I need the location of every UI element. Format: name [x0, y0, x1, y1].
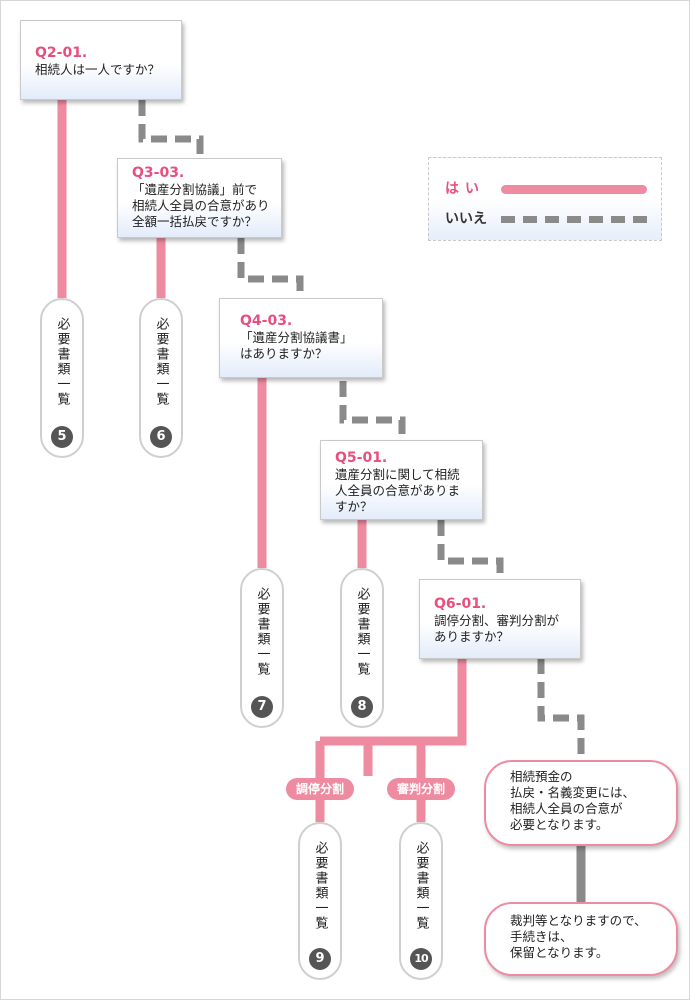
question-id: Q3-03.: [132, 165, 185, 181]
question-text: 遺産分割に関して相続 人全員の合意がありま すか？: [335, 467, 461, 514]
no-line-q2: [138, 100, 204, 158]
question-id: Q5-01.: [335, 450, 388, 466]
question-text: 調停分割、審判分割が ありますか？: [434, 613, 560, 644]
result-pill-9[interactable]: 必要書類一覧 9: [298, 822, 342, 980]
result-pill-10[interactable]: 必要書類一覧 10: [399, 822, 443, 980]
result-number-badge: 10: [410, 948, 432, 970]
question-box-q4-03: Q4-03. 「遺産分割協議書」 はありますか？: [219, 298, 383, 378]
legend-no-line: [501, 216, 647, 223]
legend-yes-label: はい: [445, 181, 485, 197]
question-text: 相続人は一人ですか？: [35, 62, 161, 77]
legend-no-label: いいえ: [445, 211, 487, 227]
legend: はい いいえ: [428, 157, 662, 241]
result-label: 必要書類一覧: [153, 317, 169, 407]
question-text: 「遺産分割協議書」 はありますか？: [240, 330, 353, 361]
result-pill-5[interactable]: 必要書類一覧 5: [40, 298, 84, 458]
result-pill-8[interactable]: 必要書類一覧 8: [340, 568, 384, 728]
result-label: 必要書類一覧: [312, 841, 328, 931]
question-box-q2-01: Q2-01. 相続人は一人ですか？: [20, 20, 182, 100]
question-id: Q6-01.: [434, 596, 487, 612]
no-line-q3: [237, 238, 304, 298]
result-number-badge: 7: [251, 696, 273, 718]
result-label: 必要書類一覧: [254, 587, 270, 677]
branch-tag-adjudication: 審判分割: [387, 778, 455, 800]
question-id: Q2-01.: [35, 45, 88, 61]
question-box-q6-01: Q6-01. 調停分割、審判分割が ありますか？: [419, 579, 581, 659]
no-line-q4: [339, 381, 406, 440]
question-id: Q4-03.: [240, 313, 293, 329]
result-number-badge: 5: [51, 426, 73, 448]
result-label: 必要書類一覧: [354, 587, 370, 677]
note-consent-required: 相続預金の 払戻・名義変更には、 相続人全員の合意が 必要となります。: [484, 760, 678, 846]
result-number-badge: 9: [309, 948, 331, 970]
result-number-badge: 8: [351, 696, 373, 718]
question-box-q3-03: Q3-03. 「遺産分割協議」前で 相続人全員の合意があり 全額一括払戻ですか？: [117, 158, 282, 238]
no-line-q5: [437, 520, 504, 580]
result-pill-7[interactable]: 必要書類一覧 7: [240, 568, 284, 728]
result-number-badge: 6: [150, 426, 172, 448]
question-text: 「遺産分割協議」前で 相続人全員の合意があり 全額一括払戻ですか？: [132, 182, 270, 229]
no-line-q6: [537, 658, 585, 760]
question-box-q5-01: Q5-01. 遺産分割に関して相続 人全員の合意がありま すか？: [320, 440, 483, 520]
branch-tag-mediation: 調停分割: [286, 778, 354, 800]
yes-line-q6: [315, 658, 467, 822]
legend-yes-line: [501, 185, 647, 194]
note-procedure-suspended: 裁判等となりますので、 手続きは、 保留となります。: [484, 902, 678, 976]
result-label: 必要書類一覧: [413, 841, 429, 931]
result-label: 必要書類一覧: [54, 317, 70, 407]
result-pill-6[interactable]: 必要書類一覧 6: [139, 298, 183, 458]
